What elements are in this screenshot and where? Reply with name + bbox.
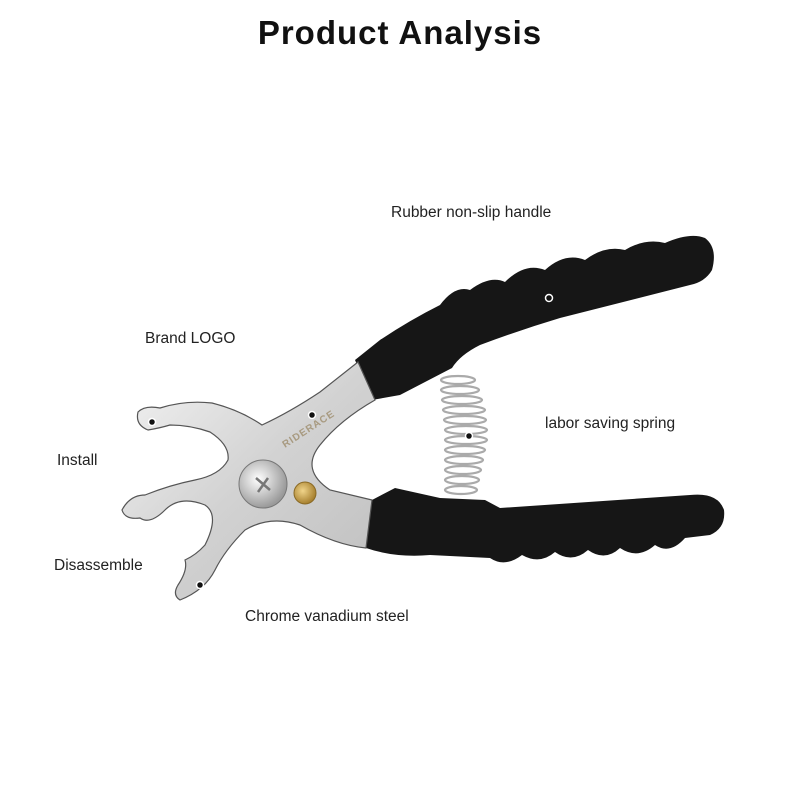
label-labor-spring: labor saving spring — [545, 415, 676, 432]
steel-head: RIDERACE — [121, 361, 376, 601]
upper-handle — [355, 235, 714, 400]
callout-dot-logo — [307, 410, 317, 420]
lower-handle — [366, 488, 725, 563]
callout-dot-install — [147, 417, 157, 427]
callout-dot-handle — [544, 293, 554, 303]
label-rubber-handle: Rubber non-slip handle — [391, 204, 552, 221]
label-install: Install — [57, 452, 98, 469]
label-chrome-steel: Chrome vanadium steel — [245, 608, 409, 625]
callout-dot-disassemble — [195, 580, 205, 590]
label-brand-logo: Brand LOGO — [145, 330, 236, 347]
brass-pin — [293, 481, 317, 505]
callout-dot-spring — [464, 431, 474, 441]
page-title: Product Analysis — [257, 14, 543, 51]
screw-slot-icon — [255, 477, 271, 493]
label-disassemble: Disassemble — [54, 557, 143, 574]
spring — [439, 374, 489, 496]
